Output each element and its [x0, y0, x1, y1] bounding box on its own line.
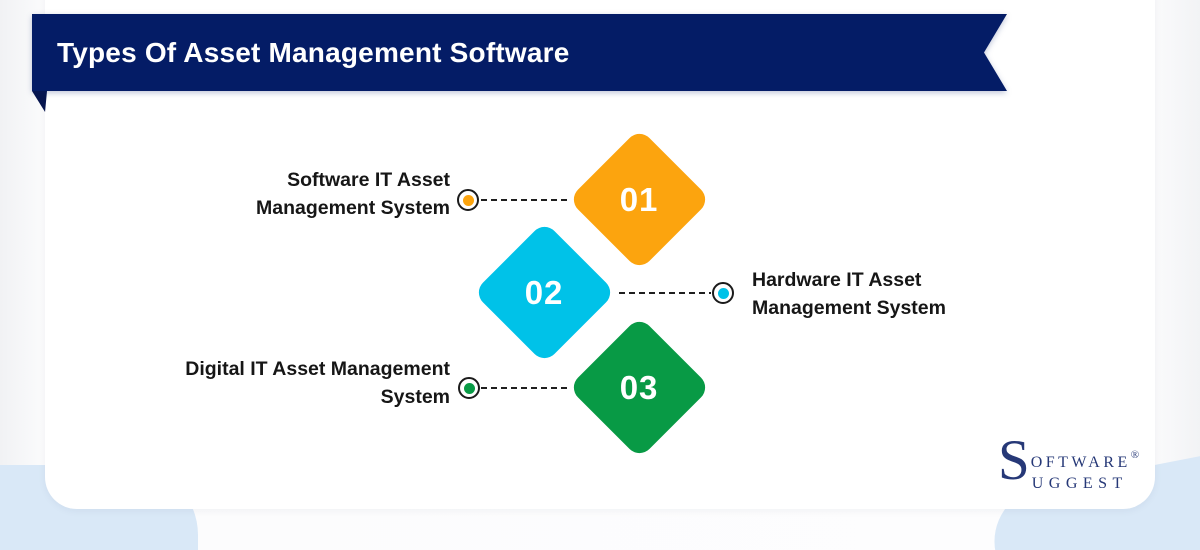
connector-line-03 [481, 387, 568, 389]
label-line: Software IT Asset [287, 169, 450, 191]
connector-dot-02-core [717, 287, 729, 299]
label-line: Management System [752, 297, 946, 319]
connector-dot-01 [457, 189, 479, 211]
banner-fold [32, 91, 47, 112]
diamond-02-number: 02 [525, 273, 564, 311]
connector-dot-03-core [463, 382, 475, 394]
connector-dot-02 [712, 282, 734, 304]
title-banner-ribbon: Types Of Asset Management Software [32, 14, 1007, 91]
diamond-03-number: 03 [620, 368, 659, 406]
label-line: Digital IT Asset Management [185, 358, 450, 380]
title-banner: Types Of Asset Management Software [32, 14, 1007, 91]
connector-line-02 [619, 292, 711, 294]
label-hardware-it-asset: Hardware IT Asset Management System [752, 266, 1052, 322]
logo-line-oftware: OFTWARE® [1031, 445, 1139, 473]
label-line: System [380, 386, 450, 408]
logo-line-oftware-text: OFTWARE [1030, 454, 1131, 471]
label-software-it-asset: Software IT Asset Management System [160, 166, 450, 222]
connector-dot-03 [458, 377, 480, 399]
logo-line-uggest: UGGEST [1031, 475, 1128, 492]
label-line: Management System [256, 197, 450, 219]
softwaresuggest-logo: S OFTWARE® UGGEST [998, 429, 1139, 494]
label-digital-it-asset: Digital IT Asset Management System [130, 355, 450, 411]
connector-dot-01-core [462, 194, 474, 206]
logo-big-s: S [998, 429, 1030, 492]
registered-trademark-icon: ® [1130, 449, 1140, 461]
label-line: Hardware IT Asset [752, 269, 922, 291]
logo-wordmark: OFTWARE® UGGEST [1031, 436, 1139, 494]
page-title: Types Of Asset Management Software [57, 36, 570, 68]
connector-line-01 [481, 199, 569, 201]
diamond-01-number: 01 [620, 180, 659, 218]
